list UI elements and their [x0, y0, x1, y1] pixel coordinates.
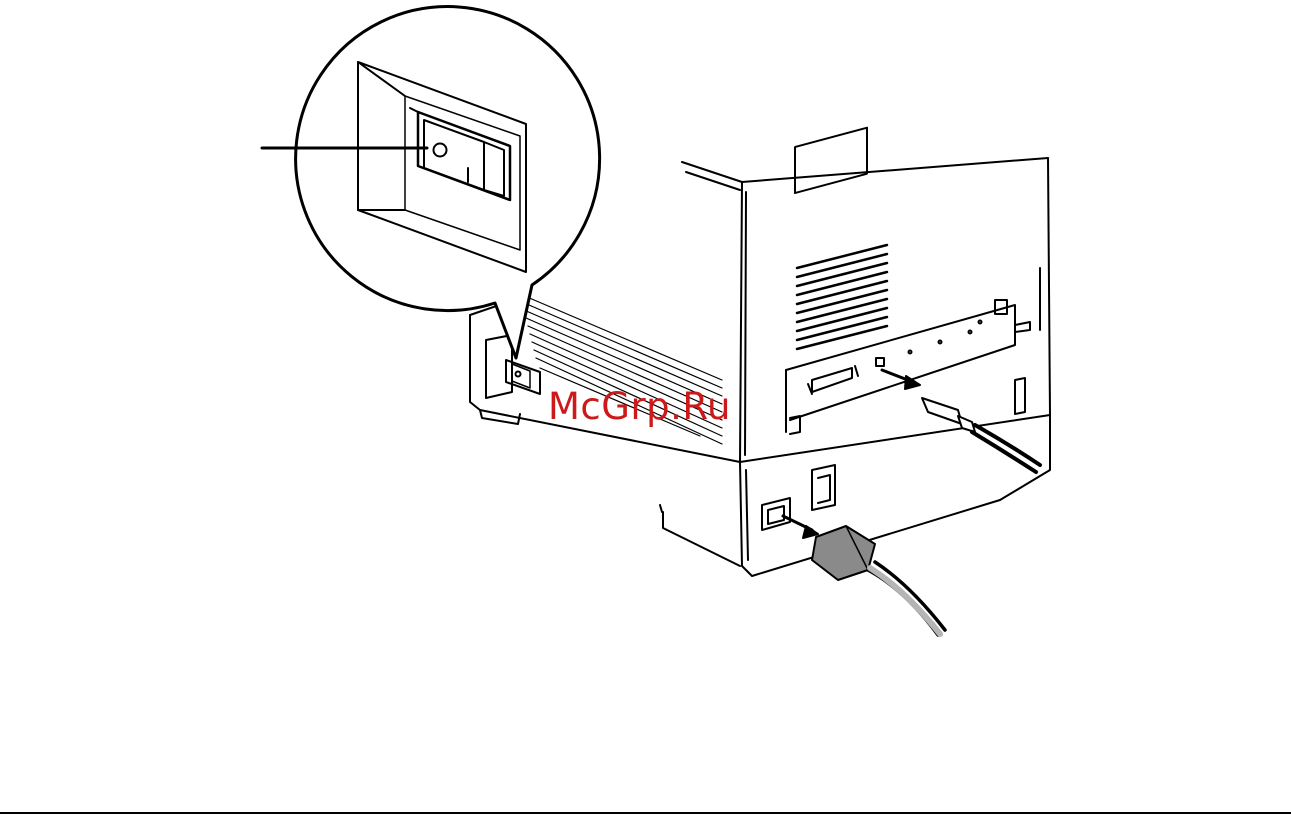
magnified-callout — [296, 7, 600, 358]
watermark-text: McGrp.Ru — [548, 385, 731, 428]
ac-inlet — [762, 498, 790, 530]
rear-vents — [797, 245, 887, 349]
power-cable — [783, 516, 945, 635]
footer-rule — [0, 812, 1291, 814]
